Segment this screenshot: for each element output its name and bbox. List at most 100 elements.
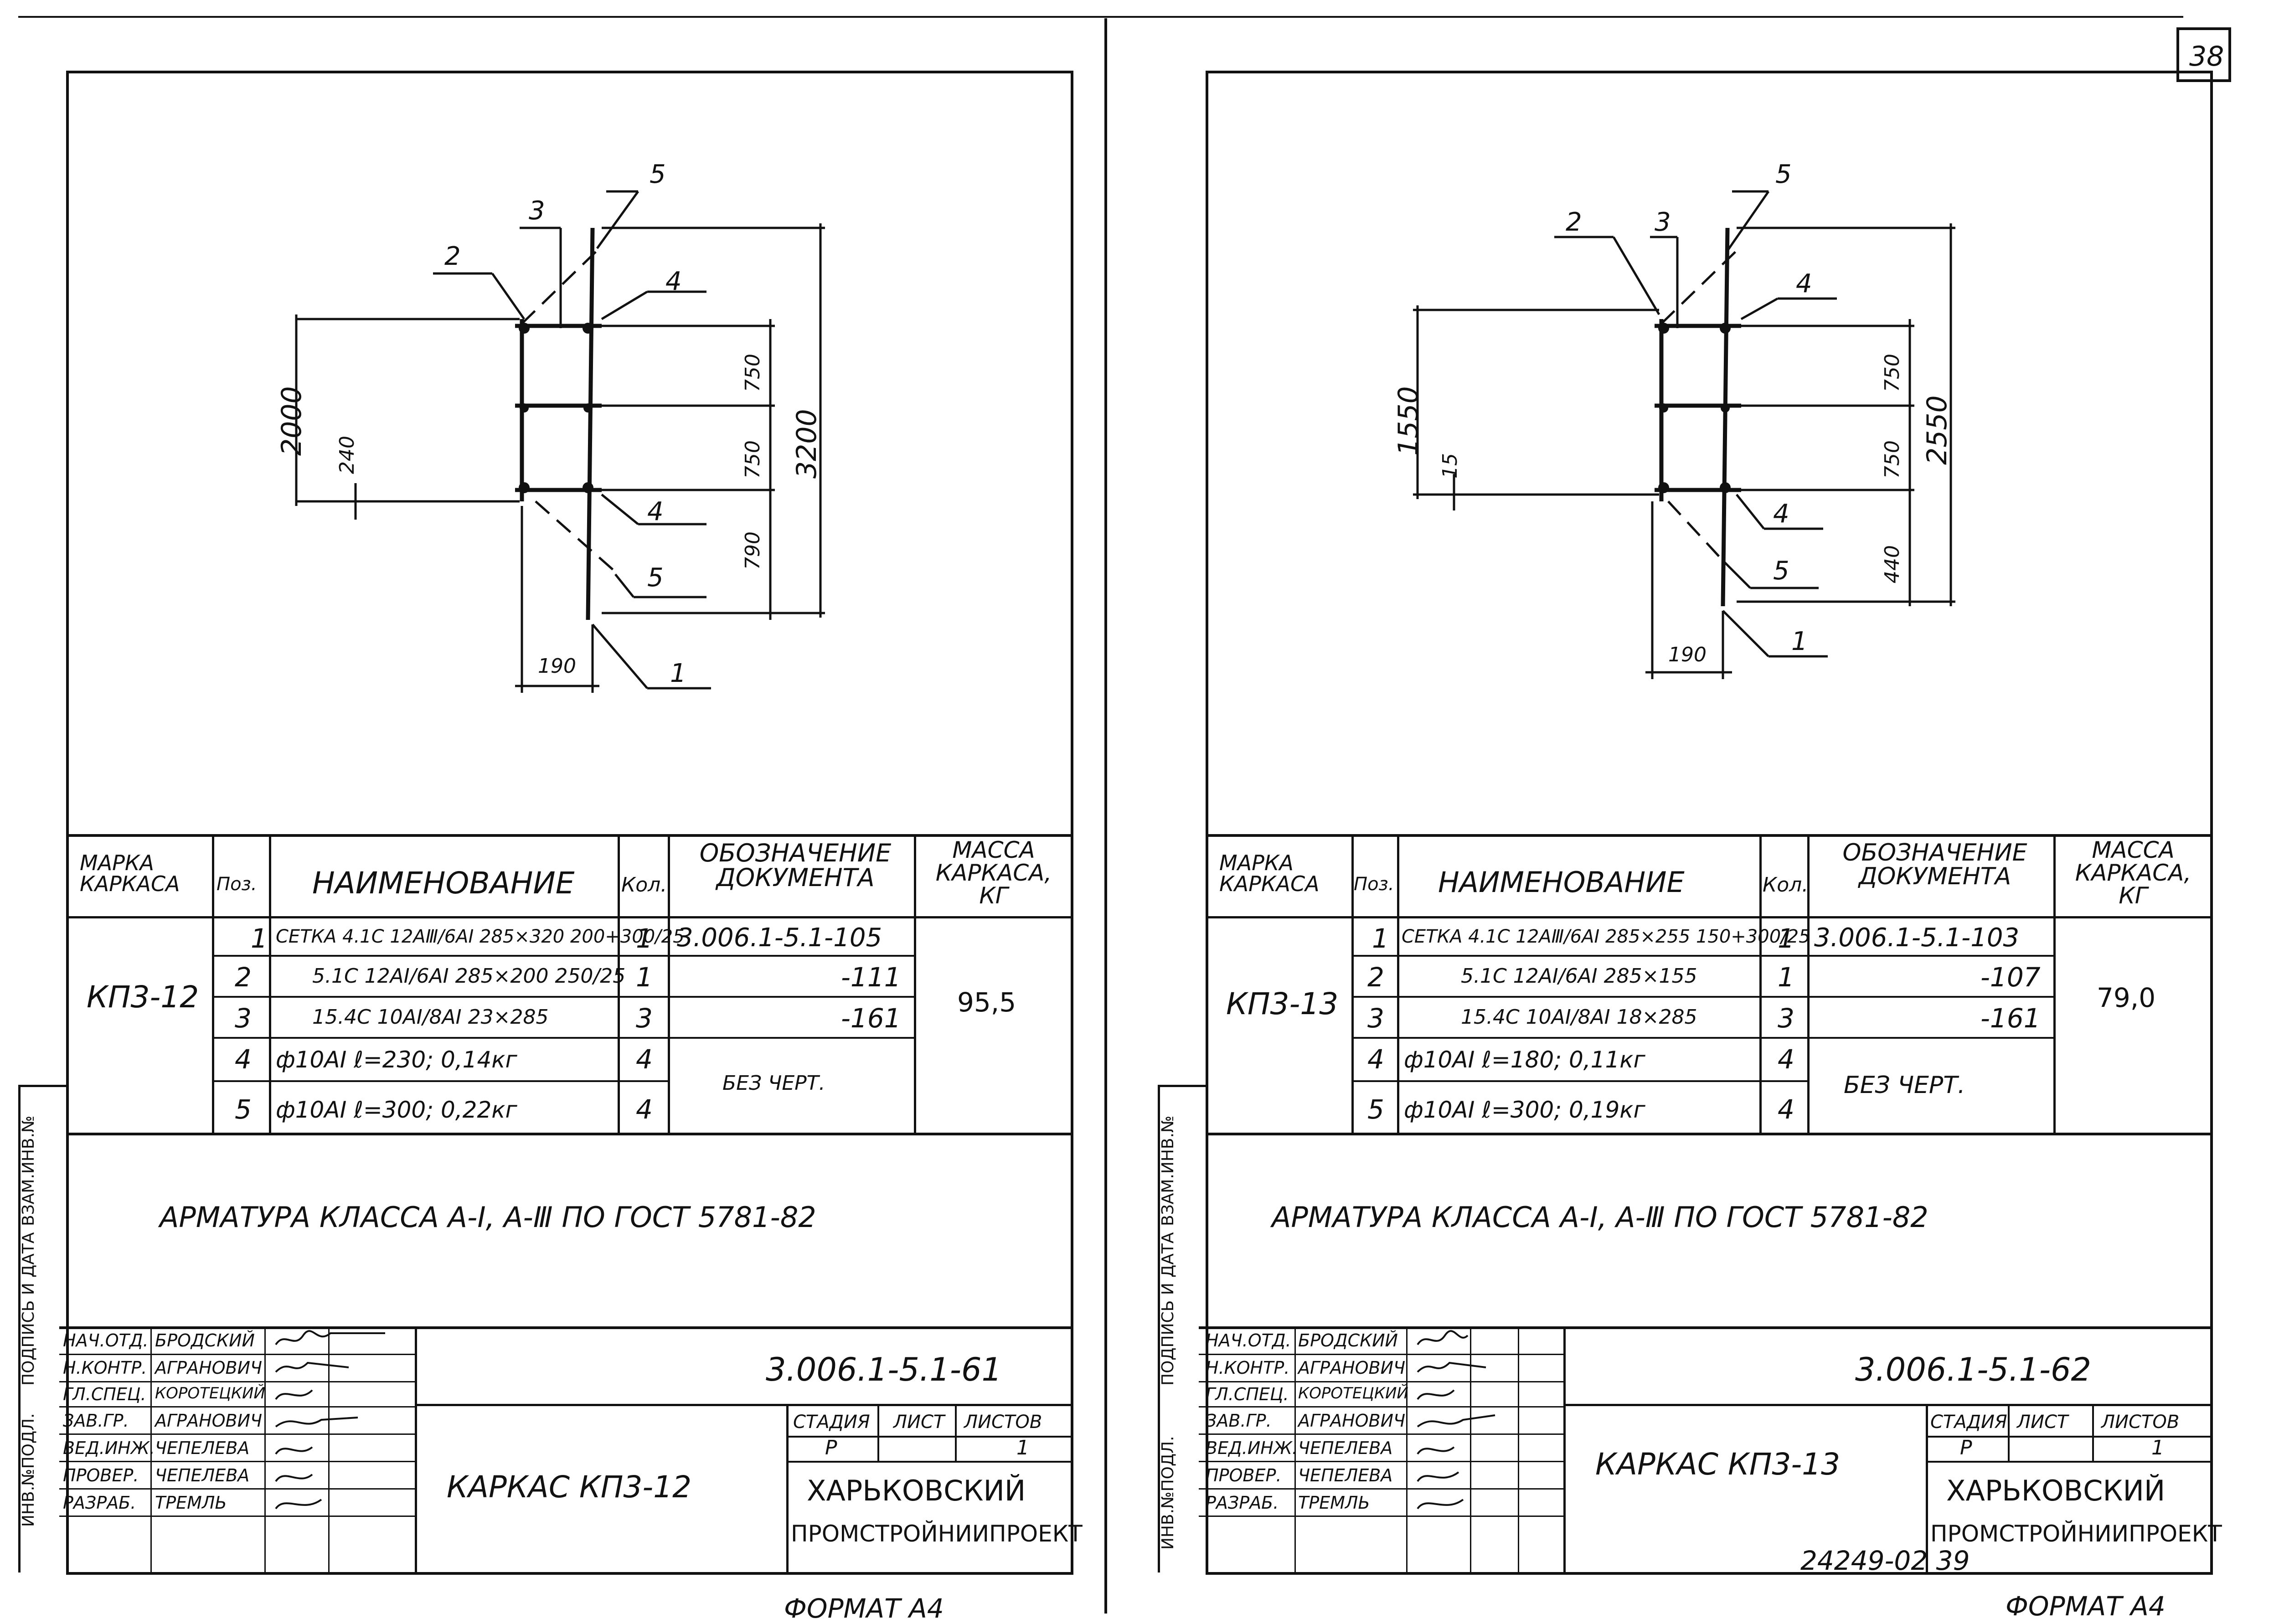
person: АГРАНОВИЧ <box>155 1411 263 1431</box>
callout-3: 3 <box>1655 207 1671 237</box>
person: БРОДСКИЙ <box>155 1330 255 1351</box>
role: НАЧ.ОТД. <box>63 1330 149 1351</box>
side-label: ИНВ.№ПОДЛ. <box>19 1413 38 1527</box>
hdr-doc: ОБОЗНАЧЕНИЕ ДОКУМЕНТА <box>699 839 892 892</box>
side-label: ВЗАМ.ИНВ.№ <box>1159 1115 1177 1227</box>
sheet-right: 1550 15 750 750 440 2550 190 2 3 5 4 4 5… <box>1140 0 2279 1623</box>
callout-5-top: 5 <box>650 160 666 189</box>
person: ТРЕМЛЬ <box>1298 1493 1370 1513</box>
callout-5-bottom: 5 <box>1773 556 1789 586</box>
sheet-frame <box>1206 71 2213 1575</box>
dim-offset: 240 <box>335 436 359 474</box>
top-edge-line <box>18 16 2183 18</box>
doc-code: 3.006.1-5.1-62 <box>1855 1351 2092 1388</box>
role: РАЗРАБ. <box>1206 1493 1279 1513</box>
row-name: СЕТКА 4.1С 12АⅢ/6АⅠ 285×320 200+300/25 <box>276 926 685 947</box>
row-qty: 4 <box>636 1094 653 1125</box>
org-name-2: ПРОМСТРОЙНИИПРОЕКТ <box>791 1521 1083 1547</box>
dim-h-total: 2000 <box>276 386 308 456</box>
row-name: ф10АⅠ ℓ=180; 0,11кг <box>1404 1047 1645 1073</box>
frame-mass: 95,5 <box>957 987 1016 1018</box>
dim-span-1: 750 <box>741 354 764 392</box>
stage-value: Р <box>825 1436 837 1459</box>
row-doc: -161 <box>1980 1003 2041 1034</box>
dim-offset: 15 <box>1439 453 1462 479</box>
person: КОРОТЕЦКИЙ <box>1298 1384 1408 1402</box>
role: ПРОВЕР. <box>1206 1465 1282 1485</box>
side-label: ИНВ.№ПОДЛ. <box>1159 1436 1177 1550</box>
person: АГРАНОВИЧ <box>155 1358 263 1378</box>
dim-h-total: 1550 <box>1392 386 1424 456</box>
frame-mass: 79,0 <box>2097 982 2156 1013</box>
callout-1: 1 <box>1791 627 1808 656</box>
stage-value: Р <box>1960 1436 1972 1459</box>
callout-4-bottom: 4 <box>1773 499 1789 529</box>
sheet-value: 1 <box>2151 1436 2164 1459</box>
sheets-label: ЛИСТОВ <box>2101 1412 2180 1433</box>
spec-table: МАРКА КАРКАСА Поз. НАИМЕНОВАНИЕ Кол. ОБО… <box>1206 834 2213 1135</box>
row-qty: 3 <box>1778 1003 1794 1034</box>
signatures <box>275 1330 385 1510</box>
row-pos: 5 <box>1367 1094 1384 1125</box>
row-name: СЕТКА 4.1С 12АⅢ/6АⅠ 285×255 150+300/25 <box>1402 926 1810 947</box>
row-qty: 1 <box>636 923 653 954</box>
doc-title: КАРКАС КП3-12 <box>447 1469 692 1505</box>
role: ГЛ.СПЕЦ. <box>1206 1384 1289 1404</box>
hdr-mark: МАРКА КАРКАСА <box>80 851 180 896</box>
role: ВЕД.ИНЖ. <box>1206 1438 1298 1458</box>
role: НАЧ.ОТД. <box>1206 1330 1291 1351</box>
callout-1: 1 <box>670 659 686 688</box>
sheet-left: 2000 240 750 750 790 3200 190 2 3 5 4 4 … <box>0 0 1140 1623</box>
row-name: ф10АⅠ ℓ=230; 0,14кг <box>276 1047 517 1073</box>
org-name-2: ПРОМСТРОЙНИИПРОЕКТ <box>1930 1521 2222 1547</box>
stage-label: СТАДИЯ <box>793 1412 870 1433</box>
row-pos: 3 <box>1367 1003 1384 1034</box>
person: БРОДСКИЙ <box>1298 1330 1398 1351</box>
hdr-pos: Поз. <box>1354 874 1394 895</box>
dim-total: 2550 <box>1921 395 1953 465</box>
role: ЗАВ.ГР. <box>1206 1411 1272 1431</box>
hdr-doc: ОБОЗНАЧЕНИЕ ДОКУМЕНТА <box>1842 839 2027 890</box>
row-doc: -107 <box>1980 962 2041 993</box>
row-pos: 1 <box>1372 923 1389 954</box>
dim-span-1: 750 <box>1881 354 1904 392</box>
person: АГРАНОВИЧ <box>1298 1411 1406 1431</box>
person: ЧЕПЕЛЕВА <box>155 1438 250 1458</box>
format-label: ФОРМАТ А4 <box>784 1593 944 1624</box>
callout-2: 2 <box>1566 207 1582 237</box>
person: ЧЕПЕЛЕВА <box>1298 1438 1393 1458</box>
row-name: ф10АⅠ ℓ=300; 0,19кг <box>1404 1097 1645 1123</box>
frame-drawing <box>295 190 825 693</box>
row-doc-no-drawing: БЕЗ ЧЕРТ. <box>1844 1072 1965 1099</box>
sheet-value: 1 <box>1016 1436 1029 1459</box>
signatures <box>1417 1330 1495 1510</box>
dim-width: 190 <box>1668 643 1707 666</box>
dim-total: 3200 <box>791 409 823 479</box>
callout-2: 2 <box>444 242 461 271</box>
row-pos: 1 <box>251 923 268 954</box>
row-qty: 3 <box>636 1003 653 1034</box>
row-doc-no-drawing: БЕЗ ЧЕРТ. <box>722 1072 825 1095</box>
row-name: ф10АⅠ ℓ=300; 0,22кг <box>276 1097 517 1123</box>
dim-span-3: 790 <box>741 531 764 570</box>
page-number: 38 <box>2189 41 2224 72</box>
row-name: 15.4С 10АⅠ/8АⅠ 18×285 <box>1461 1005 1697 1029</box>
person: ЧЕПЕЛЕВА <box>1298 1465 1393 1485</box>
doc-title: КАРКАС КП3-13 <box>1595 1447 1841 1482</box>
side-label: ПОДПИСЬ И ДАТА <box>1159 1232 1177 1386</box>
frame-mark: КП3-13 <box>1226 986 1339 1021</box>
callout-5-top: 5 <box>1775 160 1792 189</box>
callout-3: 3 <box>529 196 545 226</box>
row-doc: -161 <box>841 1003 901 1034</box>
material-note: АРМАТУРА КЛАССА А-Ⅰ, А-Ⅲ ПО ГОСТ 5781-82 <box>160 1201 816 1234</box>
hdr-qty: Кол. <box>1763 873 1809 897</box>
row-name: 15.4С 10АⅠ/8АⅠ 23×285 <box>312 1005 549 1029</box>
row-doc: 3.006.1-5.1-103 <box>1814 923 2020 953</box>
row-name: 5.1С 12АⅠ/6АⅠ 285×155 <box>1461 964 1697 988</box>
callout-4-top: 4 <box>665 267 682 296</box>
sheet-label: ЛИСТ <box>2017 1412 2068 1433</box>
hdr-mark: МАРКА КАРКАСА <box>1219 851 1320 896</box>
role: ЗАВ.ГР. <box>63 1411 129 1431</box>
hdr-mass: МАССА КАРКАСА, КГ <box>935 837 1052 909</box>
row-qty: 1 <box>1778 962 1794 993</box>
